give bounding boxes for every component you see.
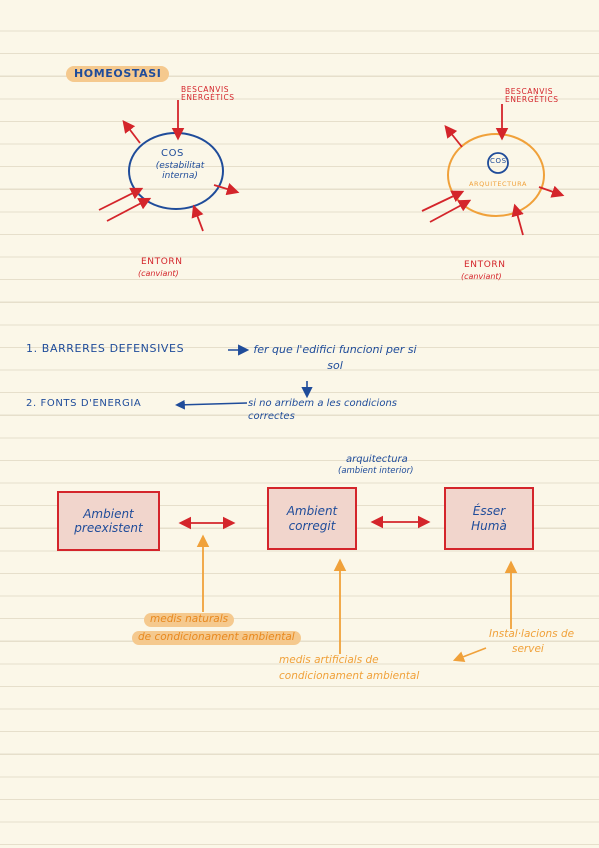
installations-line-2: servei [512,643,544,655]
natural-means-line-2: de condicionament ambiental [132,631,301,645]
left-out-arrow-1 [122,119,141,144]
right-environment-label: ENTORN [464,260,506,270]
arch-sub-label: (ambient interior) [338,466,414,476]
list-item-2-result: si no arribem a les condicions correctes [248,398,397,422]
list-item-2: 2. FONTS D'ENERGIA [26,398,142,409]
left-in-arrow-3 [191,204,204,232]
list-item-1-result: fer que l'edifici funcioni per si sol [253,343,417,372]
item2-arrow [175,399,248,410]
box-corrected-environment: Ambient corregit [267,487,357,550]
right-body-circle [487,152,509,174]
right-in-arrow-2 [429,199,472,223]
right-exchange-label: BESCANVIS ENERGÈTICS [505,87,559,105]
right-body-label: COS [490,157,507,165]
box-preexisting-label: Ambient preexistent [74,506,143,535]
artificial-means-line-2: condicionament ambiental [279,670,420,682]
installations-side-arrow [452,647,487,662]
box-human-being: Ésser Humà [444,487,534,550]
installations-line-1: Instal·lacions de [489,628,575,640]
page-title: HOMEOSTASI [66,66,170,83]
left-body-sub: (estabilitat interna) [155,161,205,181]
left-homeostasis-diagram [98,100,240,232]
left-in-arrow-1 [98,187,144,211]
list-item-1: 1. BARRERES DEFENSIVES [26,342,185,355]
left-out-arrow-2 [213,183,240,196]
left-body-label: COS [161,148,185,159]
architecture-label: ARQUITECTURA [469,180,527,188]
left-environment-sub: (canviant) [138,269,179,278]
left-in-arrow-2 [106,197,152,222]
right-in-arrow-1 [421,190,465,212]
box-preexisting-environment: Ambient preexistent [57,491,160,551]
left-exchange-label: BESCANVIS ENERGÈTICS [181,85,235,103]
box-corrected-label: Ambient corregit [286,504,338,533]
artificial-means-line-1: medis artificials de [279,654,379,666]
box-human-label: Ésser Humà [471,504,507,533]
left-environment-label: ENTORN [141,257,183,267]
arch-label: arquitectura [346,454,408,465]
right-out-arrow-1 [444,125,463,148]
right-in-arrow-3 [511,203,524,236]
right-environment-sub: (canviant) [461,272,502,281]
right-homeostasis-diagram [421,104,565,236]
right-out-arrow-2 [538,185,565,198]
natural-means-line-1: medis naturals [144,613,235,627]
